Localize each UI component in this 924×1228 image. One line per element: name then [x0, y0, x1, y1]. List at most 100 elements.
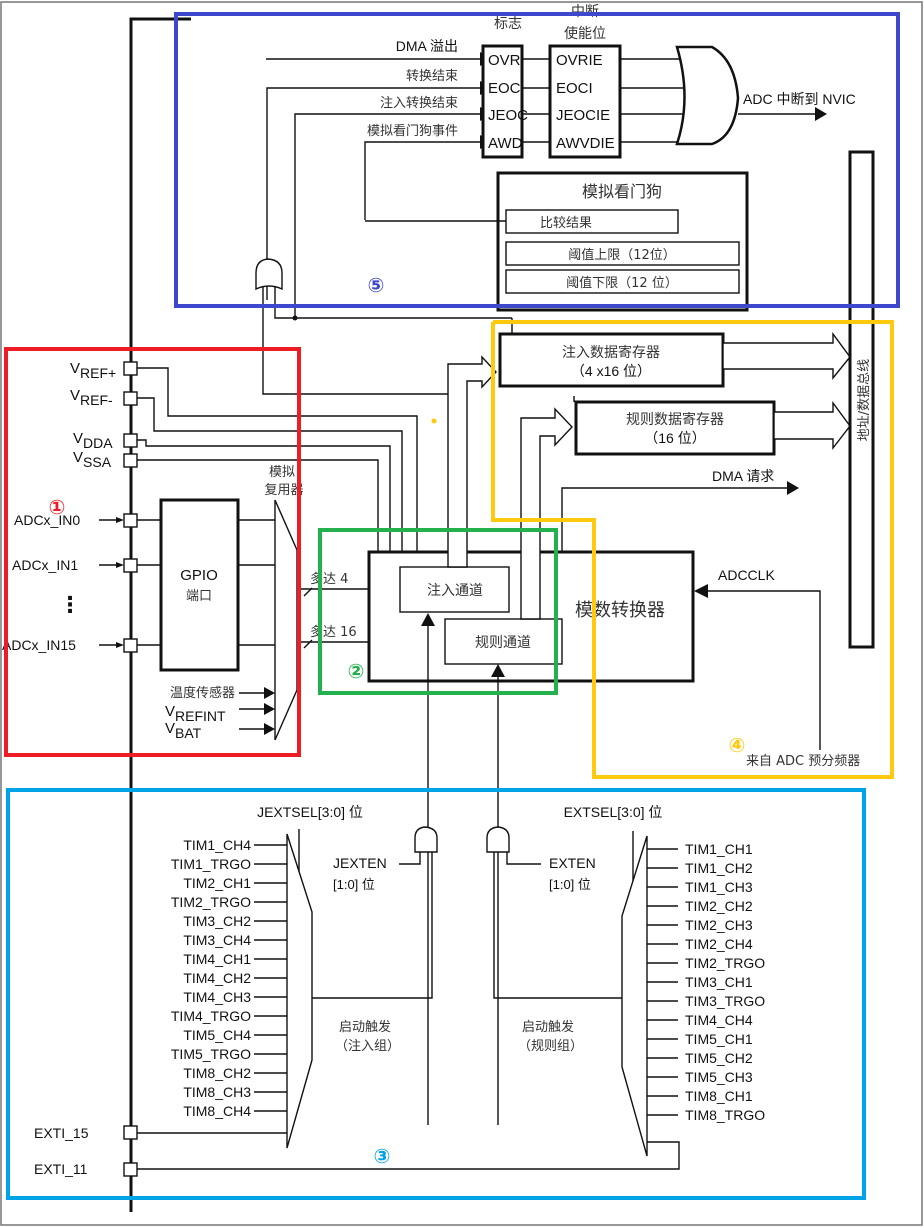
trigger-source-label: TIM8_CH1: [685, 1088, 753, 1104]
register-section: 注入数据寄存器 （4 x16 位） 规则数据寄存器 （16 位） 地址/数据总线: [498, 150, 875, 649]
enable-ovrie: OVRIE: [556, 52, 603, 69]
trigger-source-label: TIM4_CH2: [183, 970, 251, 986]
label-vbat: VBAT: [165, 720, 202, 741]
trigger-source-label: TIM2_CH3: [685, 917, 753, 933]
label-upto-4: 多达 4: [310, 571, 348, 587]
trigger-section: JEXTSEL[3:0] 位 JEXTEN [1:0] 位 启动触发 （注入组）…: [34, 804, 765, 1177]
trigger-source-label: TIM1_CH3: [685, 879, 753, 895]
pin-in15: [123, 638, 138, 653]
pin-vssa: [123, 453, 138, 468]
jexten-label: JEXTEN: [333, 855, 387, 871]
wire-eoc: [266, 87, 480, 300]
threshold-high-box: [505, 241, 740, 266]
region-3-frame: [6, 788, 866, 1200]
label-exti15: EXTI_15: [34, 1125, 89, 1141]
regular-and-gate-icon: [486, 826, 510, 853]
trigger-source-label: TIM5_TRGO: [171, 1046, 251, 1062]
trigger-source-label: TIM5_CH3: [685, 1069, 753, 1085]
trigger-source-label: TIM2_CH4: [685, 936, 753, 952]
region-2-badge: ②: [348, 661, 365, 683]
flag-header: 标志: [494, 16, 522, 32]
source-eoc: 转换结束: [406, 69, 458, 84]
pin-vref-plus: [123, 361, 138, 376]
interrupt-section: 标志 中断 使能位 DMA 溢出 转换结束 注入转换结束 模拟看门狗事件 OVR…: [255, 4, 856, 390]
label-in1: ADCx_IN1: [12, 557, 78, 573]
adc-label: 模数转换器: [575, 600, 665, 621]
adcclk-label: ADCCLK: [718, 567, 775, 583]
trigger-source-label: TIM4_CH1: [183, 951, 251, 967]
wire-jeoc: [294, 113, 480, 318]
trigger-source-label: TIM3_TRGO: [685, 993, 765, 1009]
converter-section: 注入通道 规则通道 模数转换器 DMA 请求 ADCCLK 来自 ADC 预分频…: [367, 355, 860, 1125]
region-5-badge: ⑤: [368, 275, 385, 297]
gpio-port-box: [159, 498, 240, 672]
region-1-badge: ①: [49, 497, 66, 519]
enable-jeocie: JEOCIE: [556, 107, 610, 124]
gpio-port-label: 端口: [186, 589, 212, 604]
enable-awvdie: AWVDIE: [556, 135, 615, 152]
exten-label: EXTEN: [549, 855, 596, 871]
injected-trigger-list: TIM1_CH4TIM1_TRGOTIM2_CH1TIM2_TRGOTIM3_C…: [171, 837, 287, 1119]
bus-label: 地址/数据总线: [857, 359, 872, 441]
input-section: VREF+ VREF- VDDA VSSA ADCx_IN0 ADCx_IN1 …: [2, 360, 455, 741]
trigger-source-label: TIM5_CH2: [685, 1050, 753, 1066]
label-upto-16: 多达 16: [310, 624, 357, 640]
region-2-frame: [318, 528, 558, 695]
prescaler-label: 来自 ADC 预分频器: [746, 754, 860, 769]
enable-header-2: 使能位: [564, 25, 606, 42]
pin-vref-minus: [123, 391, 138, 406]
region-5-frame: [174, 12, 900, 308]
trigger-source-label: TIM8_CH3: [183, 1084, 251, 1100]
region-4-badge: ④: [729, 735, 746, 757]
injected-data-path: [447, 355, 497, 568]
threshold-low-box: [505, 269, 740, 294]
trigger-source-label: TIM1_TRGO: [171, 856, 251, 872]
trigger-source-label: TIM1_CH4: [183, 837, 251, 853]
trigger-source-label: TIM3_CH2: [183, 913, 251, 929]
label-vrefint: VREFINT: [165, 703, 226, 724]
flag-eoc: EOC: [488, 80, 521, 97]
gpio-label: GPIO: [180, 567, 218, 584]
or-gate-icon: [675, 45, 740, 146]
regular-register-label: 规则数据寄存器: [626, 411, 724, 428]
mux-label-2: 复用器: [264, 483, 303, 498]
source-awd: 模拟看门狗事件: [367, 123, 458, 139]
injected-and-gate-icon: [414, 826, 438, 853]
enable-register-box: [548, 44, 622, 159]
analog-mux: [274, 499, 298, 741]
mux-label-1: 模拟: [269, 465, 295, 480]
injected-register-label: 注入数据寄存器: [562, 344, 660, 361]
trigger-source-label: TIM1_CH1: [685, 841, 753, 857]
address-data-bus: [848, 150, 875, 649]
inj-trigger-label-1: 启动触发: [339, 1019, 391, 1035]
trigger-source-label: TIM2_TRGO: [685, 955, 765, 971]
threshold-high-label: 阈值上限（12位）: [568, 247, 676, 263]
label-vref-plus: VREF+: [70, 360, 116, 381]
trigger-source-label: TIM8_CH2: [183, 1065, 251, 1081]
regular-channel-label: 规则通道: [475, 635, 531, 651]
regular-trigger-mux: [621, 835, 648, 1157]
pin-in0: [123, 513, 138, 528]
pin-in1: [123, 558, 138, 573]
region-4-frame: [491, 320, 894, 779]
trigger-source-label: TIM4_TRGO: [171, 1008, 251, 1024]
source-jeoc: 注入转换结束: [380, 96, 458, 111]
trigger-source-label: TIM2_CH1: [183, 875, 251, 891]
threshold-low-label: 阈值下限（12 位）: [566, 275, 678, 291]
inj-trigger-label-2: （注入组）: [335, 1039, 400, 1054]
and-gate-icon: [255, 258, 283, 291]
pin-exti15: [123, 1125, 138, 1140]
regular-channel-box: [444, 618, 563, 665]
reg-trigger-label-2: （规则组）: [518, 1039, 583, 1054]
regular-data-register-box: [574, 400, 776, 456]
watchdog-title: 模拟看门狗: [582, 182, 662, 201]
trigger-source-label: TIM5_CH1: [685, 1031, 753, 1047]
injected-trigger-mux: [286, 833, 313, 1149]
injected-bus-arrow: [722, 331, 851, 380]
nvic-output-label: ADC 中断到 NVIC: [743, 91, 856, 107]
trigger-source-label: TIM4_CH4: [685, 1012, 753, 1028]
chip-boundary-line: [129, 17, 191, 1212]
